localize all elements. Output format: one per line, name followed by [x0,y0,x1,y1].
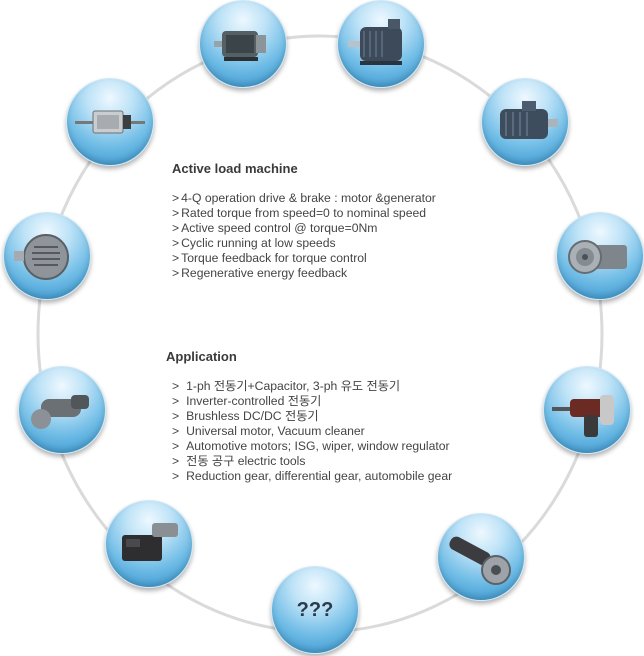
list-marker: > [172,409,180,423]
list-marker: > [172,236,180,250]
application-title: Application [166,349,237,364]
rotary-hammer-icon [552,395,614,437]
list-item-text: Inverter-controlled 전동기 [186,394,322,408]
unknown-application-node: ??? [271,566,359,654]
list-marker: > [172,191,180,205]
list-item: > Inverter-controlled 전동기 [172,394,452,409]
active-load-list: >4-Q operation drive & brake : motor &ge… [172,191,436,281]
list-item: >Cyclic running at low speeds [172,236,436,251]
dc-motor-icon [75,110,145,134]
angle-grinder-icon [449,536,511,585]
pulley-motor-icon [568,240,627,274]
window-regulator-motor-icon [122,523,178,561]
alternator-node [3,212,91,300]
list-item: > 전동 공구 electric tools [172,454,452,469]
list-item-text: Regenerative energy feedback [181,266,348,280]
wiper-motor-icon [31,395,89,429]
list-item: > Reduction gear, differential gear, auto… [172,469,452,484]
list-item: >Active speed control @ torque=0Nm [172,221,436,236]
list-item-text: Torque feedback for torque control [181,251,367,265]
list-marker: > [172,454,180,468]
list-item: >Torque feedback for torque control [172,251,436,266]
list-marker: > [172,221,180,235]
induction-motor-large-node [481,78,569,166]
small-motor-icon [214,31,266,61]
list-item: >Regenerative energy feedback [172,266,436,281]
angle-grinder-node [437,513,525,601]
induction-motor-large-icon [500,101,558,139]
list-marker: > [172,424,180,438]
list-item: > Universal motor, Vacuum cleaner [172,424,452,439]
window-regulator-motor-node [105,500,193,588]
dc-motor-node [66,78,154,166]
list-marker: > [172,394,180,408]
list-marker: > [172,266,180,280]
rotary-hammer-node [543,366,631,454]
list-item-text: 1-ph 전동기+Capacitor, 3-ph 유도 전동기 [186,379,401,393]
list-item-text: 4-Q operation drive & brake : motor &gen… [181,191,436,205]
induction-motor-icon [348,19,402,65]
list-item-text: 전동 공구 electric tools [186,454,306,468]
active-load-title: Active load machine [172,161,298,176]
list-item-text: Rated torque from speed=0 to nominal spe… [181,206,427,220]
list-marker: > [172,439,180,453]
pulley-motor-node [556,212,644,300]
list-item-text: Brushless DC/DC 전동기 [186,409,319,423]
unknown-application-label: ??? [296,599,334,621]
application-list: >1-ph 전동기+Capacitor, 3-ph 유도 전동기>Inverte… [172,379,452,484]
list-item-text: Universal motor, Vacuum cleaner [186,424,365,438]
list-item-text: Reduction gear, differential gear, autom… [186,469,453,483]
small-motor-node [199,0,287,88]
alternator-icon [14,234,69,280]
list-item: > Brushless DC/DC 전동기 [172,409,452,424]
wiper-motor-node [18,366,106,454]
list-item: >4-Q operation drive & brake : motor &ge… [172,191,436,206]
induction-motor-node [337,0,425,88]
list-marker: > [172,379,180,393]
list-item-text: Cyclic running at low speeds [181,236,336,250]
list-item: >1-ph 전동기+Capacitor, 3-ph 유도 전동기 [172,379,452,394]
list-marker: > [172,206,180,220]
list-item-text: Active speed control @ torque=0Nm [181,221,378,235]
list-item: >Rated torque from speed=0 to nominal sp… [172,206,436,221]
list-marker: > [172,469,180,483]
list-marker: > [172,251,180,265]
list-item-text: Automotive motors; ISG, wiper, window re… [186,439,450,453]
list-item: > Automotive motors; ISG, wiper, window r… [172,439,452,454]
